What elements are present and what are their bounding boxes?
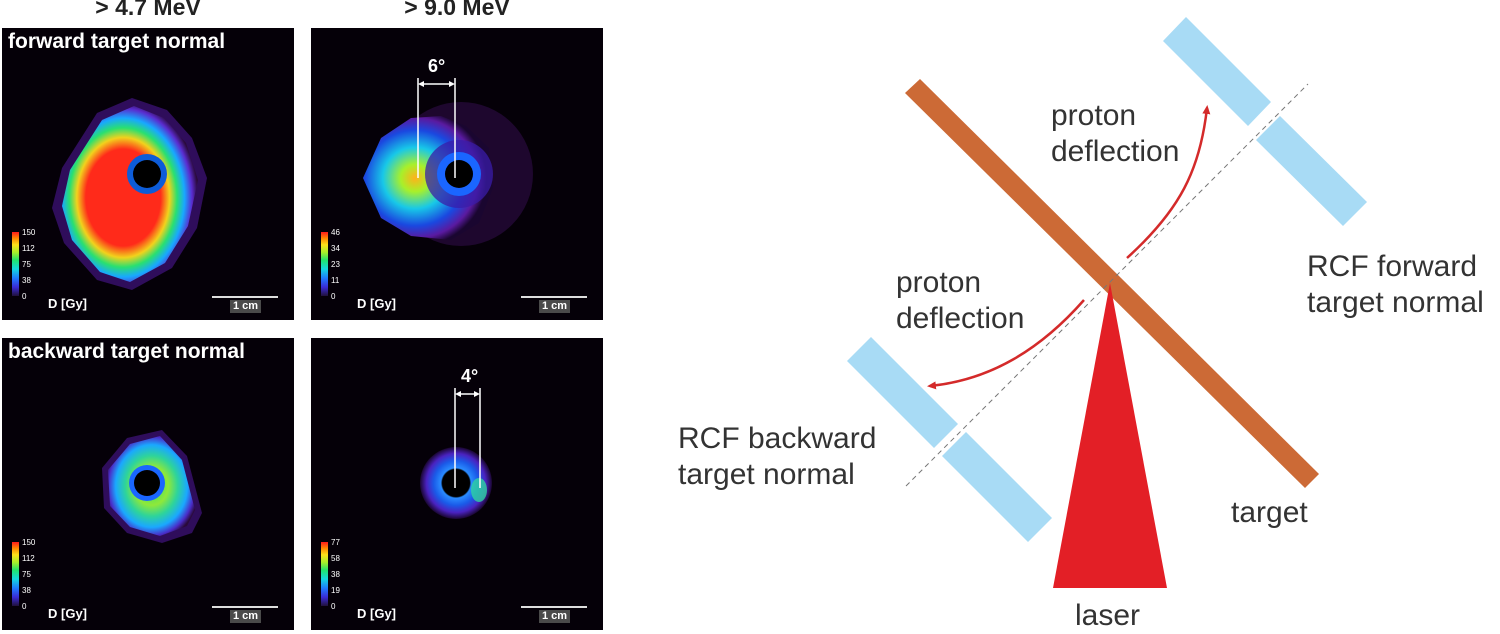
proton-deflection-left-label: proton deflection [896, 265, 1024, 337]
colorbar-tick: 112 [22, 554, 35, 563]
colorbar-tick: 77 [331, 538, 340, 547]
colorbar-tick: 11 [331, 276, 340, 285]
colorbar-tick: 0 [22, 292, 27, 301]
dose-map-forward-4-7 [52, 98, 207, 290]
colorbar-tick: 75 [22, 570, 31, 579]
label-line: RCF forward [1307, 250, 1478, 283]
colorbar-tick: 75 [22, 260, 31, 269]
rcf-image-forward-9-0-mev: 6° 46 34 23 11 0 D [Gy] 1 cm [311, 28, 603, 320]
scale-label: 1 cm [230, 610, 262, 623]
scale-label: 1 cm [539, 300, 571, 313]
colorbar-tick: 150 [22, 538, 36, 547]
laser-beam [1053, 283, 1167, 588]
scale-bar [521, 606, 587, 608]
target-label: target [1231, 496, 1308, 529]
colorbar-tick: 0 [331, 602, 336, 611]
colorbar-tick: 150 [22, 228, 36, 237]
rcf-forward-label: RCF forward target normal [1307, 249, 1484, 321]
rcf-image-forward-4-7-mev: forward target normal 150 112 75 38 0 D … [2, 28, 294, 320]
colorbar-tick: 58 [331, 554, 340, 563]
scale-bar [212, 606, 278, 608]
column-header-4-7-mev: > 4.7 MeV [95, 0, 201, 20]
scale-bar [521, 296, 587, 298]
laser-label: laser [1075, 599, 1141, 632]
dose-label: D [Gy] [357, 606, 396, 621]
label-line: RCF backward [678, 422, 877, 455]
dose-label: D [Gy] [48, 606, 87, 621]
colorbar-tick: 46 [331, 228, 340, 237]
dose-map-backward-9-0 [420, 388, 492, 519]
dose-label: D [Gy] [357, 296, 396, 311]
rcf-image-backward-9-0-mev: 4° 77 58 38 19 0 D [Gy] 1 cm [311, 338, 603, 630]
panel-title: forward target normal [8, 30, 226, 53]
scale-bar [212, 296, 278, 298]
colorbar-tick: 0 [331, 292, 336, 301]
deflection-angle-label: 4° [461, 366, 479, 386]
colorbar-tick: 23 [331, 260, 340, 269]
label-line: proton [896, 266, 982, 299]
colorbar-tick: 38 [22, 586, 31, 595]
label-line: proton [1051, 99, 1137, 132]
colorbar [321, 542, 328, 606]
colorbar-tick: 19 [331, 586, 340, 595]
label-line: deflection [1051, 135, 1180, 168]
rcf-backward-lower [942, 432, 1052, 542]
colorbar-tick: 38 [331, 570, 340, 579]
colorbar-tick: 38 [22, 276, 31, 285]
rcf-forward-lower [1256, 116, 1367, 226]
colorbar-tick: 0 [22, 602, 27, 611]
colorbar [12, 542, 19, 606]
colorbar [12, 232, 19, 296]
proton-deflection-top-label: proton deflection [1051, 98, 1179, 170]
dose-label: D [Gy] [48, 296, 87, 311]
scale-label: 1 cm [539, 610, 571, 623]
dose-map-forward-9-0 [363, 78, 533, 246]
colorbar-tick: 112 [22, 244, 35, 253]
label-line: target normal [678, 458, 855, 491]
label-line: target normal [1307, 286, 1484, 319]
column-header-9-0-mev: > 9.0 MeV [404, 0, 510, 20]
scale-label: 1 cm [230, 300, 262, 313]
colorbar-tick: 34 [331, 244, 340, 253]
rcf-image-backward-4-7-mev: backward target normal 150 112 75 38 0 D… [2, 338, 294, 630]
dose-map-backward-4-7 [102, 430, 202, 543]
colorbar [321, 232, 328, 296]
rcf-backward-label: RCF backward target normal [678, 421, 876, 493]
panel-title: backward target normal [8, 340, 245, 363]
deflection-angle-label: 6° [428, 56, 446, 76]
label-line: deflection [896, 302, 1025, 335]
